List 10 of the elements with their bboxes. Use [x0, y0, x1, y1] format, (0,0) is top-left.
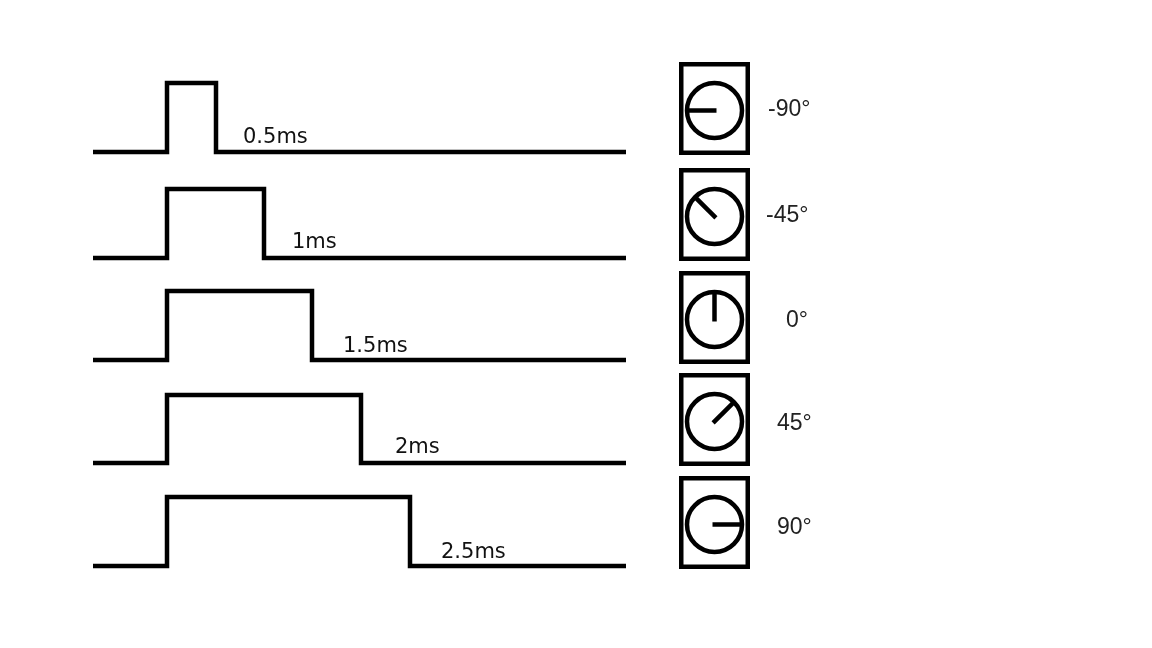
pulse-width-label: 1.5ms	[343, 334, 408, 356]
pulse-width-label: 0.5ms	[243, 125, 308, 147]
angle-label: 45°	[777, 410, 812, 434]
pulse-width-label: 2.5ms	[441, 540, 506, 562]
angle-label: -90°	[768, 96, 811, 120]
angle-label: 0°	[786, 307, 808, 331]
angle-label: -45°	[766, 202, 809, 226]
angle-label: 90°	[777, 514, 812, 538]
pulse-width-label: 2ms	[395, 435, 440, 457]
pulse-width-label: 1ms	[292, 230, 337, 252]
